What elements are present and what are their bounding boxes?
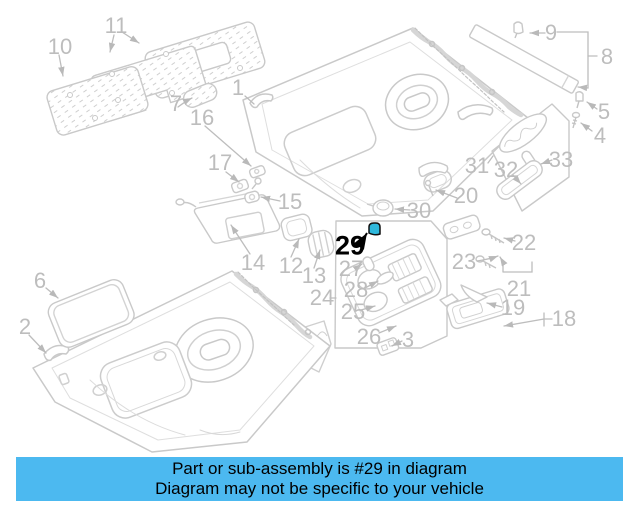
- roller-13: [307, 229, 335, 259]
- dome-lamp-box: [491, 103, 570, 212]
- banner-line2: Diagram may not be specific to your vehi…: [155, 479, 484, 498]
- button-27: [362, 256, 375, 272]
- mirror-frame-12: [280, 213, 313, 242]
- wedge-19: [460, 284, 488, 303]
- clip-16: [248, 165, 266, 179]
- roof-strip: [469, 24, 579, 94]
- pad-10: [46, 66, 149, 136]
- clip-3: [376, 337, 400, 356]
- insulation-pads: [46, 21, 266, 136]
- headliner-front-panel: [32, 270, 331, 453]
- headliner-rear-panel: [242, 27, 529, 217]
- grab-handle-20: [418, 161, 449, 197]
- visor-clip-15: [244, 190, 260, 204]
- cup-30: [366, 199, 394, 217]
- lens-strip: [496, 160, 543, 200]
- vanity-mirror: [225, 211, 265, 240]
- sunroof-glass-6: [47, 279, 135, 348]
- clip-9: [513, 21, 524, 35]
- clip-5: [575, 91, 584, 102]
- roof-strip-group: [469, 21, 584, 129]
- highlight-arrow: [353, 232, 368, 250]
- diagram-note-banner: Part or sub-assembly is #29 in diagram D…: [16, 457, 623, 501]
- highlighted-part[interactable]: [368, 222, 381, 236]
- bracket-plate: [442, 214, 481, 240]
- screw-22: [481, 228, 505, 244]
- sun-visor-group: [175, 161, 449, 259]
- banner-line1: Part or sub-assembly is #29 in diagram: [172, 459, 467, 478]
- screw-4: [571, 111, 581, 119]
- overhead-console-box: [296, 220, 448, 373]
- leader-lines: [28, 29, 598, 354]
- clip-17: [230, 178, 250, 194]
- sunglass-console-group: [439, 214, 510, 330]
